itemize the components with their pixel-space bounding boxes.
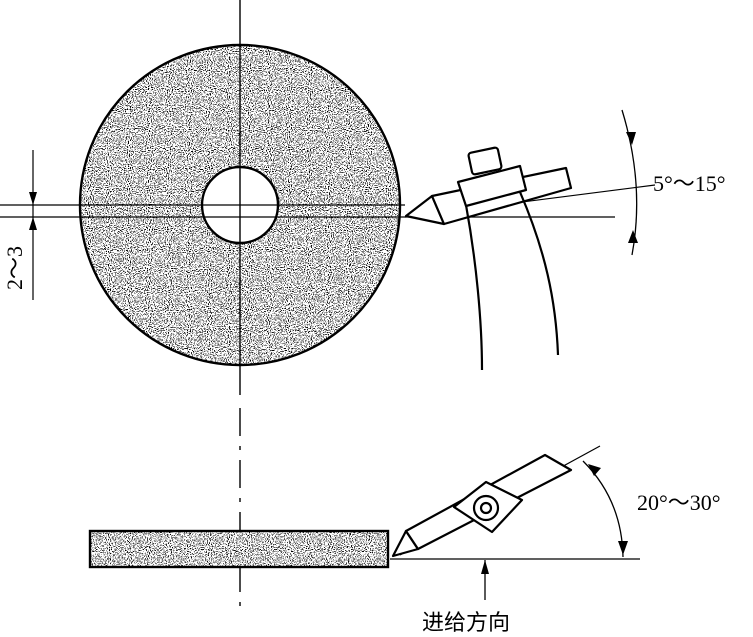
offset-label: 2～3: [2, 246, 27, 290]
grinding-wheel-side: [88, 529, 390, 569]
top-angle-dimension: 5°～15°: [621, 109, 726, 256]
clamp-screw: [472, 494, 500, 522]
diamond-dresser-top: [404, 146, 573, 371]
feed-direction-label: 进给方向: [422, 610, 510, 635]
diamond-dresser-side: [391, 453, 573, 558]
feed-direction-arrow: 进给方向: [422, 560, 510, 635]
bottom-angle-dimension: 20°～30°: [582, 460, 721, 558]
top-angle-label: 5°～15°: [653, 171, 726, 196]
bottom-angle-label: 20°～30°: [637, 490, 721, 515]
offset-dimension: 2～3: [2, 150, 37, 300]
